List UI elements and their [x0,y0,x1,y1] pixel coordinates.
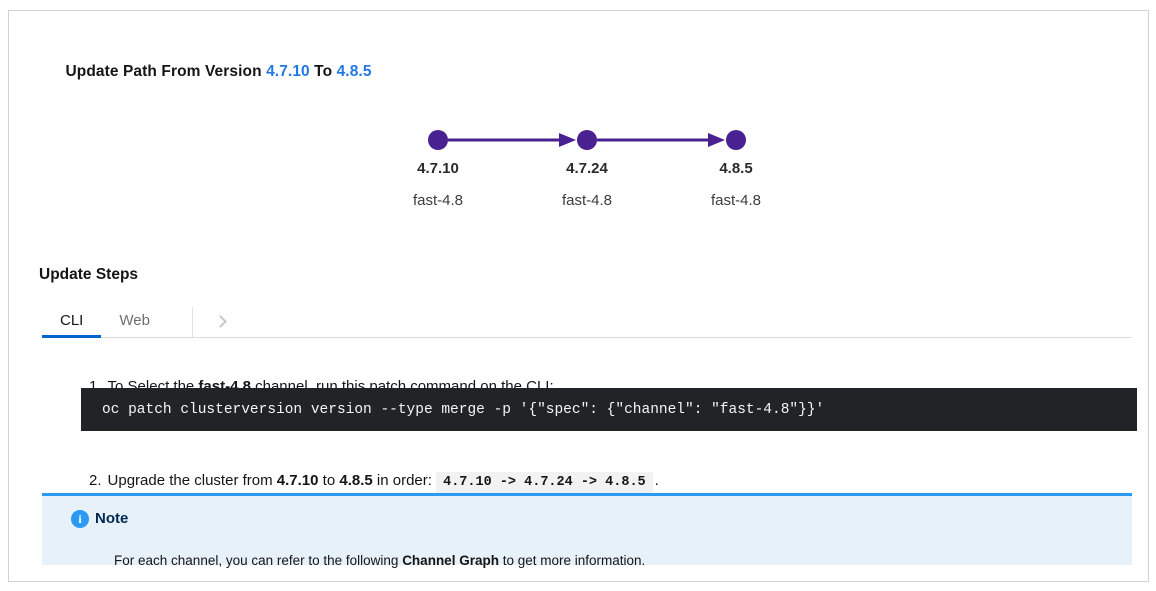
graph-node-3[interactable] [726,130,746,150]
title-prefix: Update Path From Version [65,63,267,80]
tab-overflow-button[interactable] [193,307,249,337]
update-order-inline-code: 4.7.10 -> 4.7.24 -> 4.8.5 [436,472,653,493]
step-2-text-mid: to [318,472,340,489]
node-version-label: 4.7.24 [566,160,608,177]
tab-cli[interactable]: CLI [42,307,102,338]
tab-cli-label: CLI [60,312,84,329]
title-connector: To [309,63,337,80]
step-2-text-pre: Upgrade the cluster from [107,472,277,489]
graph-node-1[interactable] [428,130,448,150]
tab-bar: CLI Web [42,307,1132,338]
step-2-number: 2. [89,472,102,489]
node-version-label: 4.7.10 [417,160,459,177]
update-path-card: Update Path From Version 4.7.10 To 4.8.5… [8,10,1149,582]
node-version-label: 4.8.5 [719,160,753,177]
tab-web[interactable]: Web [101,307,168,337]
arrowhead-1-icon [559,133,576,147]
patch-command-code-block[interactable]: oc patch clusterversion version --type m… [81,388,1137,431]
step-2-to-version: 4.8.5 [339,472,373,489]
step-2-period: . [654,472,659,489]
info-icon: i [71,510,89,528]
node-channel-label: fast-4.8 [710,192,762,209]
tab-spacer [168,307,192,337]
to-version-link[interactable]: 4.8.5 [336,63,372,80]
graph-node-2[interactable] [577,130,597,150]
chevron-right-icon [214,314,228,328]
update-steps-heading: Update Steps [39,266,139,283]
note-body-pre: For each channel, you can refer to the f… [114,553,403,568]
node-channel-label: fast-4.8 [412,192,464,209]
page-title: Update Path From Version 4.7.10 To 4.8.5 [39,45,372,99]
note-title: Note [95,510,129,527]
arrowhead-2-icon [708,133,725,147]
note-channel-graph: Channel Graph [402,553,499,568]
step-2-from-version: 4.7.10 [276,472,319,489]
node-channel-label: fast-4.8 [561,192,613,209]
note-alert: i Note For each channel, you can refer t… [42,493,1132,568]
tab-web-label: Web [119,312,150,329]
from-version-link[interactable]: 4.7.10 [266,63,310,80]
update-path-graph [428,130,746,150]
step-2: 2. Upgrade the cluster from 4.7.10 to 4.8… [64,455,659,507]
step-2-text-order: in order: [372,472,437,489]
tab-divider [191,307,193,337]
note-body: For each channel, you can refer to the f… [84,538,645,583]
note-body-post: to get more information. [498,553,646,568]
